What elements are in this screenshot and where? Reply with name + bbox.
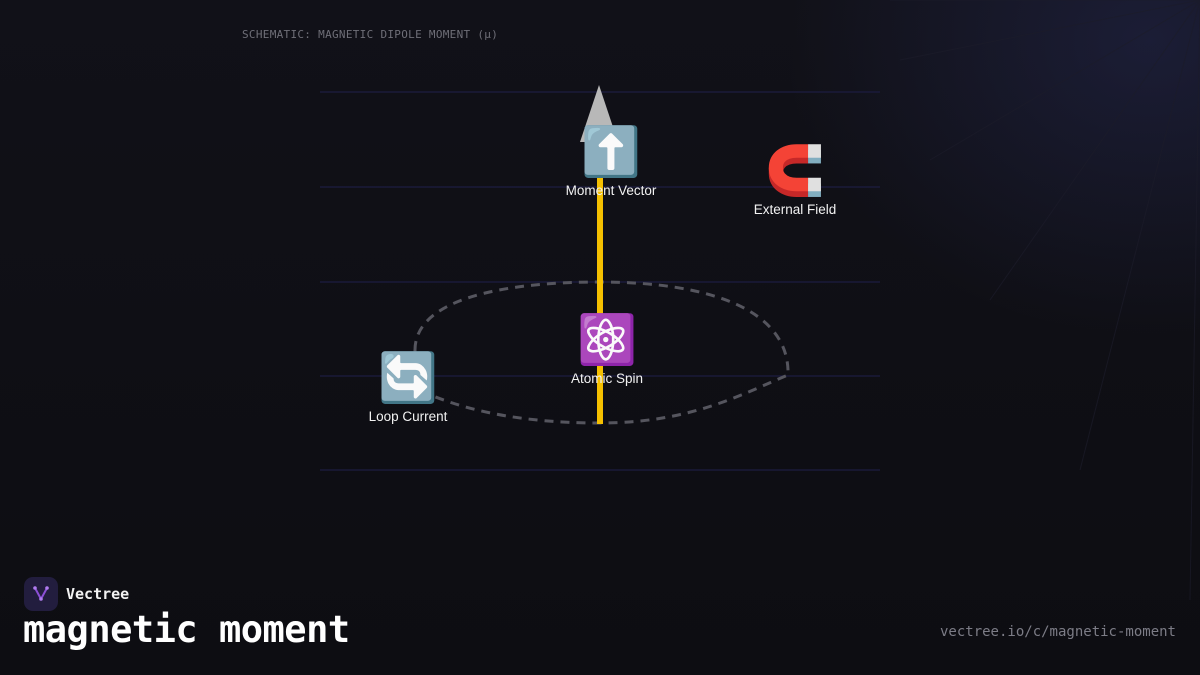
node-external-field: 🧲 External Field [740,145,850,218]
node-loop-current: 🔄 Loop Current [358,352,458,425]
node-label-moment-vector: Moment Vector [565,183,657,198]
brand[interactable]: Vectree [24,577,129,611]
concept-url-link[interactable]: vectree.io/c/magnetic-moment [939,624,1176,640]
node-label-loop-current: Loop Current [368,409,448,424]
node-atomic-spin: ⚛️ Atomic Spin [557,314,657,387]
loop-arrows-icon: 🔄 [378,352,438,405]
node-moment-vector: ⬆️ Moment Vector [561,126,661,199]
up-arrow-icon: ⬆️ [581,126,641,179]
node-label-external-field: External Field [753,202,837,217]
diagram-caption: SCHEMATIC: MAGNETIC DIPOLE MOMENT (µ) [242,28,499,41]
atom-icon: ⚛️ [577,314,637,367]
moment-vector-arrowhead [580,85,618,142]
node-label-atomic-spin: Atomic Spin [570,371,644,386]
vectree-logo-icon [24,577,58,611]
magnet-icon: 🧲 [765,145,825,198]
brand-name: Vectree [66,585,130,603]
page-title: magnetic moment [23,608,350,651]
current-loop [413,280,790,425]
